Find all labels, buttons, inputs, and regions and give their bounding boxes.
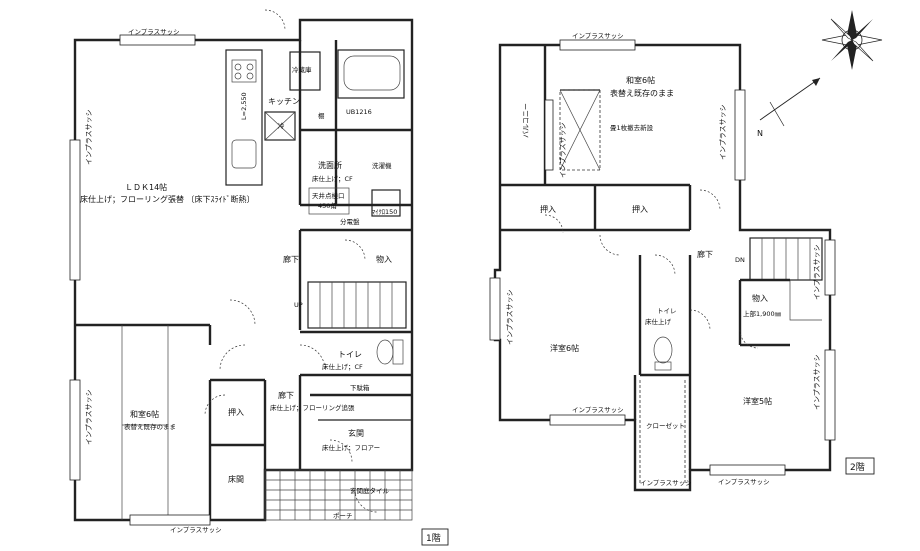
north-arrow-icon xyxy=(759,77,821,127)
floor2-window-label-3: インプラスサッシ xyxy=(572,406,624,414)
window-1-bottom xyxy=(129,514,211,526)
floor1-corridor-2-finish: 床仕上げ；フローリング追張 xyxy=(270,403,355,412)
floor1-inspection: 天井点検口 xyxy=(312,191,345,200)
window-1-ldk xyxy=(69,139,81,281)
floor2-hatch: 上部1,900㎜ xyxy=(743,309,782,318)
floor2-corridor: 廊下 xyxy=(697,249,713,259)
floor1-washitsu: 和室6帖 xyxy=(130,409,159,419)
floor2-window-label-0: インプラスサッシ xyxy=(559,122,567,178)
floor1-distribution: 分電盤 xyxy=(340,217,360,226)
floor-1: ＬＤＫ14帖 床仕上げ；フローリング張替 〔床下ｽﾗｲﾄﾞ断熱〕 キッチン 冷蔵… xyxy=(69,9,449,546)
floor2-dn: DN xyxy=(735,256,745,264)
floor1-washitsu-note: 表替え既存のまま xyxy=(124,422,176,431)
compass-north-label: N xyxy=(757,129,763,138)
floor1-porch: ポーチ xyxy=(333,512,353,520)
floor1-genkan-finish: 床仕上げ；フロアー xyxy=(322,443,380,452)
floor1-kitchen: キッチン xyxy=(268,97,300,106)
floor2-balcony: バルコニー xyxy=(522,103,530,138)
floor1-senmenjo: 洗面所 xyxy=(318,160,342,170)
floor1-corridor: 廊下 xyxy=(283,254,299,264)
floor1-washer: 洗濯機 xyxy=(372,161,392,170)
window-2-room-a-bottom xyxy=(549,414,626,426)
floor1-up: UP xyxy=(294,301,303,309)
window-1-top xyxy=(119,34,196,46)
window-2-balcony xyxy=(544,99,554,171)
floor1-inspection-size: 450角 xyxy=(318,201,337,210)
floor1-window-label-2: インプラスサッシ xyxy=(85,389,93,445)
floor2-window-label-5: インプラスサッシ xyxy=(813,354,821,410)
floor1-fridge: 冷蔵庫 xyxy=(292,65,312,74)
floor2-washitsu-note: 表替え既存のまま xyxy=(610,88,674,98)
floor1-water-heater: ﾏｲｸﾛ150 xyxy=(372,208,397,216)
compass: N xyxy=(757,10,883,138)
floor2-oshiire-a: 押入 xyxy=(540,204,556,214)
floor2-window-label-8: インプラスサッシ xyxy=(640,479,692,487)
floor2-window-label-2: インプラスサッシ xyxy=(506,289,514,345)
floor1-small-1: 棚 xyxy=(318,111,325,120)
porch-tiles xyxy=(264,469,413,521)
floor2-tatami-note: 畳1枚撤去新設 xyxy=(610,123,654,132)
floor1-small-0: 冷 xyxy=(278,121,285,130)
window-2-top xyxy=(559,39,636,51)
floor1-corridor-2: 廊下 xyxy=(278,390,294,400)
floor1-toilet: トイレ xyxy=(338,350,362,359)
floor2-toilet: トイレ xyxy=(657,307,677,315)
window-1-washitsu xyxy=(69,379,81,481)
window-2-room-a-side xyxy=(489,277,501,341)
floor2-washitsu: 和室6帖 xyxy=(626,75,655,85)
floor1-ldk-finish: 床仕上げ；フローリング張替 〔床下ｽﾗｲﾄﾞ断熱〕 xyxy=(80,194,255,204)
floor2-monoire: 物入 xyxy=(752,293,768,303)
floor2-room-a: 洋室6帖 xyxy=(550,343,579,353)
floor2-window-label-6: インプラスサッシ xyxy=(718,478,770,486)
floor1-bath: UB1216 xyxy=(346,108,372,116)
floor1-window-label-1: インプラスサッシ xyxy=(85,109,93,165)
floor2-oshiire-b: 押入 xyxy=(632,204,648,214)
floor2-toilet-finish: 床仕上げ xyxy=(645,317,672,326)
floor1-tag: 1階 xyxy=(426,533,441,544)
floor1-toilet-finish: 床仕上げ；CF xyxy=(322,362,363,371)
floor2-closet: クローゼット xyxy=(646,421,685,430)
floor1-tokonoma: 床間 xyxy=(228,474,244,484)
window-2-stair xyxy=(824,239,836,296)
window-2-room-b-bottom xyxy=(709,464,786,476)
floor1-porch-note: 玄関庭タイル xyxy=(350,486,390,495)
window-2-washitsu xyxy=(734,89,746,181)
floor1-window-label-3: インプラスサッシ xyxy=(170,526,222,534)
floor1-monoire: 物入 xyxy=(376,254,392,264)
window-2-room-b xyxy=(824,349,836,441)
floor1-window-label-0: インプラスサッシ xyxy=(128,28,180,36)
floor1-oshiire: 押入 xyxy=(228,407,244,417)
floor2-window-label-4: インプラスサッシ xyxy=(813,244,821,300)
floor2-window-label-1: インプラスサッシ xyxy=(719,104,727,160)
floor1-getabako: 下駄箱 xyxy=(350,383,370,392)
floor2-room-b: 洋室5帖 xyxy=(743,396,772,406)
floor1-genkan: 玄関 xyxy=(348,428,364,438)
floor1-counter-dim: L=2,550 xyxy=(240,92,248,120)
floor-2: 和室6帖 表替え既存のまま 畳1枚撤去新設 バルコニー 押入 押入 廊下 DN … xyxy=(489,32,875,492)
floor1-senmenjo-finish: 床仕上げ；CF xyxy=(312,174,353,183)
floor2-tag: 2階 xyxy=(850,462,865,473)
floor2-window-label-7: インプラスサッシ xyxy=(572,32,624,40)
compass-rose-icon xyxy=(821,10,883,70)
floor1-ldk-title: ＬＤＫ14帖 xyxy=(125,182,167,192)
